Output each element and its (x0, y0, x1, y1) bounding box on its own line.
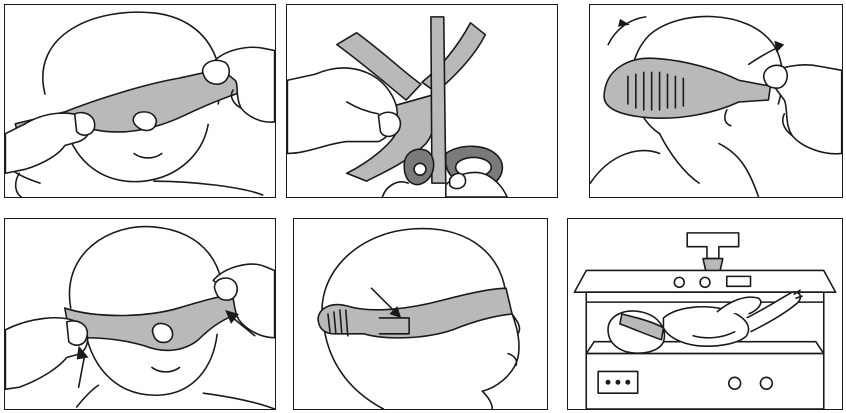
infant-under-phototherapy-lamp-icon (573, 232, 837, 409)
applying-eye-mask-icon (5, 11, 275, 197)
secured-eye-mask-icon (317, 227, 521, 409)
step-4-panel (4, 218, 276, 410)
step-5-panel (293, 218, 548, 410)
adjusting-mask-over-eyes-icon (5, 225, 275, 409)
step-2-panel (286, 4, 558, 198)
attaching-velcro-strip-icon (590, 15, 842, 197)
step-3-panel (589, 4, 843, 198)
cutting-mask-with-scissors-icon (287, 16, 508, 197)
step-6-panel (567, 218, 843, 410)
step-1-panel (4, 4, 276, 198)
